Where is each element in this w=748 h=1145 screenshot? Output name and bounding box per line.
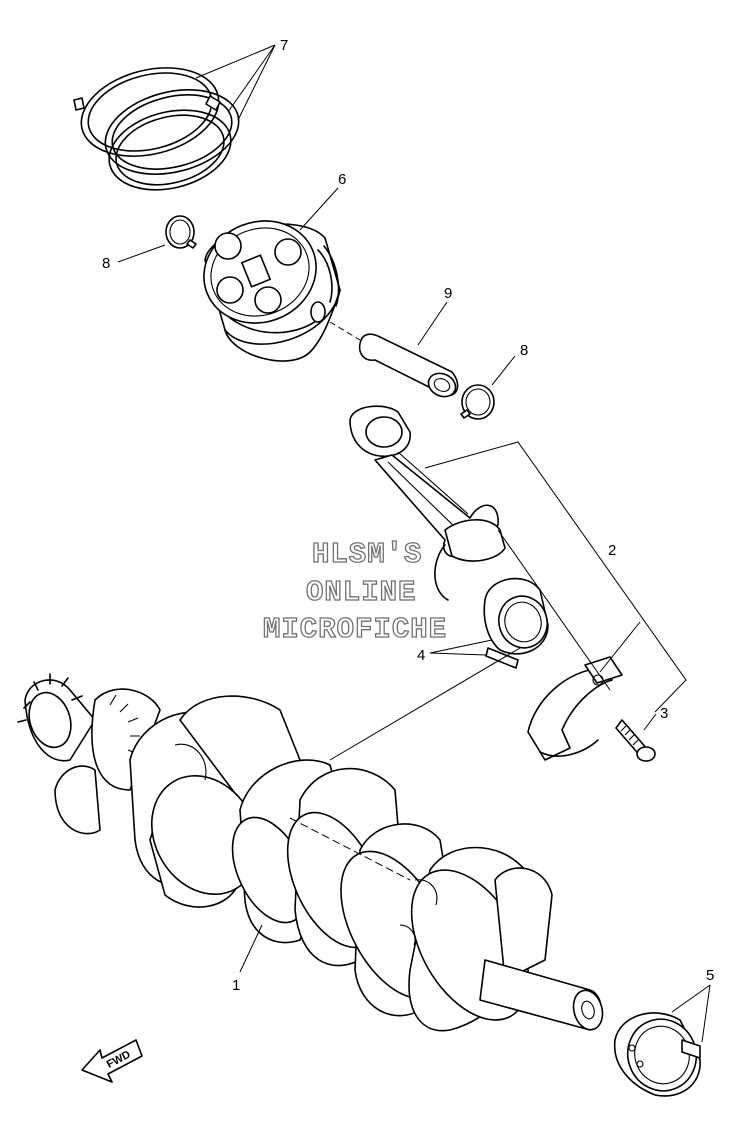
callout-6: 6 [338,171,346,188]
callout-7: 7 [280,37,288,54]
crankshaft[interactable] [17,673,607,1040]
forward-arrow-icon: FWD [81,1039,143,1083]
connecting-rod[interactable] [349,405,506,601]
circlip-left[interactable] [165,215,197,249]
circlip-right[interactable] [460,384,495,420]
watermark: HLSM'S ONLINE MICROFICHE [262,537,447,646]
callout-1: 1 [232,977,240,994]
callout-9: 9 [444,285,452,302]
main-bearing[interactable] [613,1010,707,1101]
watermark-line-1: HLSM'S [312,538,422,571]
callout-5: 5 [706,967,714,984]
callout-8-right: 8 [520,342,528,359]
watermark-line-2: ONLINE [306,576,416,609]
piston-pin[interactable] [358,333,460,401]
conrod-cap[interactable] [527,656,623,761]
callout-8-left: 8 [102,255,110,272]
conrod-bearing[interactable] [483,577,554,669]
piston[interactable] [188,204,341,362]
callout-2: 2 [608,542,616,559]
piston-rings[interactable] [72,54,248,202]
watermark-line-3: MICROFICHE [263,613,447,646]
callout-3: 3 [660,705,668,722]
conrod-bolt[interactable] [615,719,656,762]
callout-4: 4 [417,647,425,664]
